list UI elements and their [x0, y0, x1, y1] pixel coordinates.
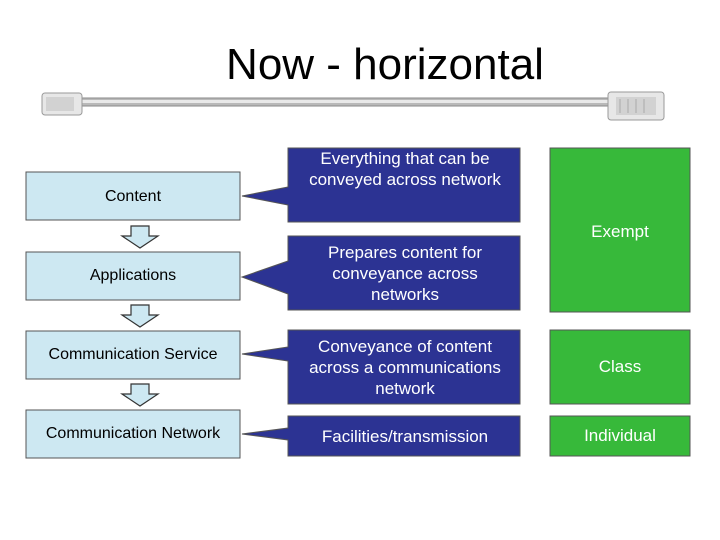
- layer-label-communication-service: Communication Service: [48, 346, 218, 363]
- network-cable-icon: [41, 91, 665, 121]
- layer-label-content: Content: [104, 188, 162, 205]
- license-label-exempt: Exempt: [591, 222, 649, 241]
- callout-communication-service: [241, 329, 521, 405]
- callout-applications: [240, 235, 521, 311]
- callout-content: [241, 147, 521, 223]
- layer-box-communication-network: [25, 409, 241, 459]
- down-arrow-icon: [120, 304, 160, 328]
- license-label-individual: Individual: [584, 426, 656, 445]
- layer-label-applications: Applications: [89, 267, 177, 284]
- callout-text-communication-service: Conveyance of content across a communica…: [309, 336, 501, 398]
- callout-text-communication-network: Facilities/transmission: [321, 426, 489, 446]
- layer-label-communication-network: Communication Network: [45, 425, 221, 442]
- callout-text-applications: Prepares content for conveyance across n…: [327, 242, 483, 304]
- down-arrow-icon: [120, 225, 160, 249]
- license-label-class: Class: [598, 357, 642, 376]
- callout-text-content: Everything that can be conveyed across n…: [309, 149, 501, 189]
- layer-box-applications: [25, 251, 241, 301]
- license-box-class: [549, 329, 691, 405]
- layer-box-communication-service: [25, 330, 241, 380]
- layer-box-content: [25, 171, 241, 221]
- license-box-exempt: [549, 147, 691, 313]
- down-arrow-icon: [120, 383, 160, 407]
- slide-title: Now - horizontal: [226, 40, 544, 89]
- license-box-individual: [549, 415, 691, 457]
- callout-communication-network: [241, 415, 521, 457]
